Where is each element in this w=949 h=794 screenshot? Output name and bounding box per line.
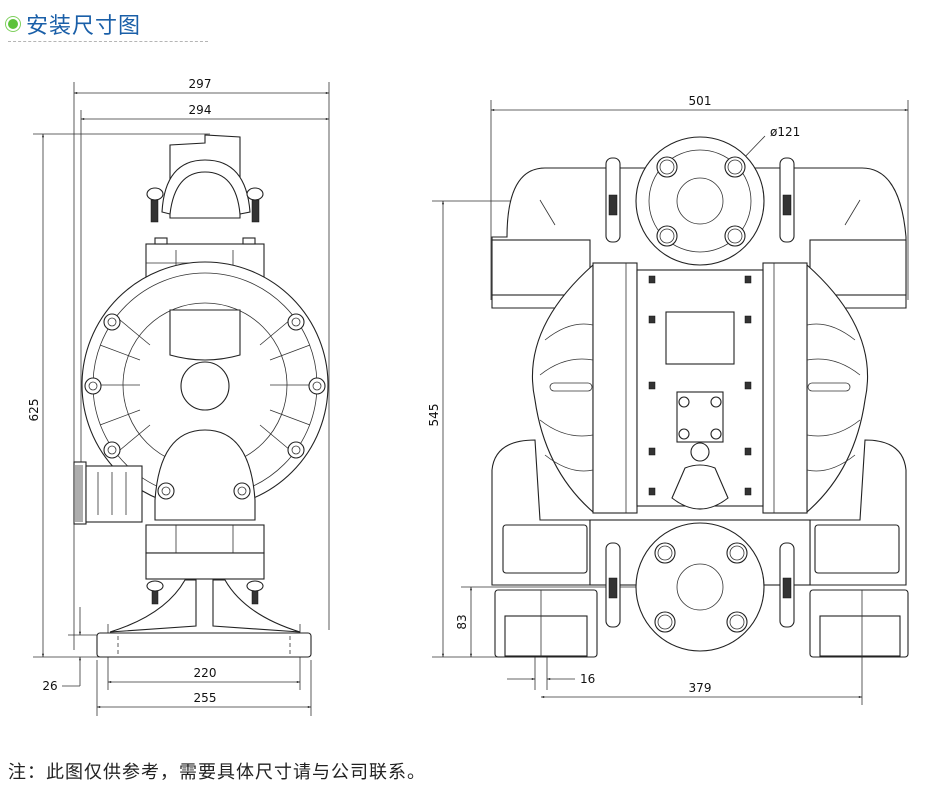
dim-overall-width: 297 <box>73 77 330 650</box>
footer-note: 注：此图仅供参考，需要具体尺寸请与公司联系。 <box>8 762 426 783</box>
dim-front-overall-width: 501 <box>490 94 909 300</box>
dim-label-220: 220 <box>194 666 217 680</box>
section-header: 安装尺寸图 <box>8 8 141 40</box>
dim-label-379: 379 <box>689 681 712 695</box>
flange-bolts <box>84 313 326 459</box>
dim-body-width: 294 <box>80 103 329 470</box>
dim-overall-height: 625 <box>27 133 210 658</box>
dim-label-26: 26 <box>42 679 57 693</box>
dim-label-545: 545 <box>427 404 441 427</box>
dim-label-294: 294 <box>189 103 212 117</box>
dim-foot-spacing: 379 <box>540 640 863 705</box>
pump-side-body <box>73 134 329 658</box>
dim-label-297: 297 <box>189 77 212 91</box>
dim-label-d121: ø121 <box>770 125 800 139</box>
side-view: 297 294 625 26 220 <box>27 77 330 716</box>
dim-base-width: 255 <box>96 660 312 716</box>
green-bullet-icon <box>8 19 18 29</box>
dim-label-625: 625 <box>27 399 41 422</box>
title-divider <box>8 41 208 42</box>
dim-label-501: 501 <box>689 94 712 108</box>
section-title: 安装尺寸图 <box>26 14 142 39</box>
pump-front-body <box>491 136 909 658</box>
dim-base-thickness: 26 <box>42 607 100 693</box>
dim-label-16: 16 <box>580 672 595 686</box>
dim-foot-hole: 16 <box>507 655 595 690</box>
dim-label-255: 255 <box>194 691 217 705</box>
dim-label-83: 83 <box>455 614 469 629</box>
front-view: 501 ø121 545 83 16 <box>427 94 909 705</box>
